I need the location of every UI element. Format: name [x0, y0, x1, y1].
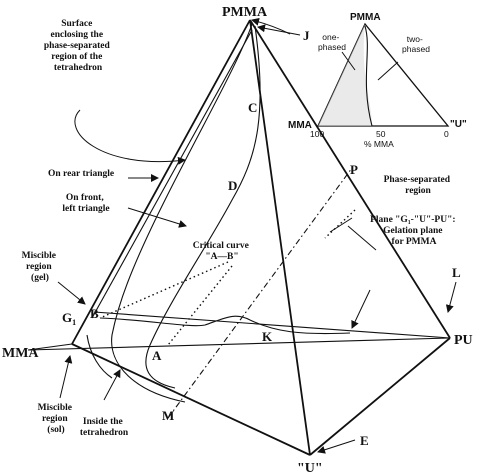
annotation-leaders [57, 17, 457, 454]
point-a: A [152, 348, 162, 363]
inset-tick-100: 100 [310, 129, 324, 139]
inset-vertex-pmma: PMMA [350, 12, 381, 23]
annotation-inside: Inside the tetrahedron [80, 417, 129, 438]
annotation-phase-separated: Phase-separated region [384, 175, 453, 196]
point-c: C [248, 100, 257, 115]
vertex-pmma: PMMA [222, 5, 268, 20]
inset-axis-label: % MMA [364, 139, 394, 149]
construction-line-m-p [167, 167, 353, 419]
inset-vertex-mma: MMA [288, 120, 312, 131]
point-k: K [262, 329, 273, 344]
point-l: L [452, 265, 461, 280]
point-p: P [350, 162, 358, 177]
critical-curve-leaders [99, 261, 233, 346]
vertex-u: "U" [297, 461, 323, 476]
inset-one-phased: one- phased [318, 32, 346, 52]
annotation-critical-curve: Critical curve "A—B" [193, 241, 252, 262]
point-d: D [228, 178, 237, 193]
tetrahedron-edges [27, 19, 451, 456]
annotation-miscible-gel: Miscible region (gel) [22, 251, 59, 283]
point-j: J [303, 28, 310, 43]
point-g1: G1 [62, 310, 76, 327]
point-b: B [90, 306, 99, 321]
inset-binodal-curve [364, 25, 373, 127]
point-m: M [162, 408, 174, 423]
annotation-gelation-plane: Plane "G₁-"U"-PU": Gelation plane for PM… [370, 215, 458, 247]
vertex-mma: MMA [2, 346, 39, 361]
annotation-miscible-sol: Miscible region (sol) [38, 403, 75, 435]
front-left-boundary [91, 29, 253, 319]
inset-ternary-diagram: PMMA MMA "U" one- phased two- phased 100… [288, 12, 467, 149]
phase-region-leader [324, 209, 356, 239]
inset-tick-50: 50 [376, 129, 386, 139]
annotation-surface: Surface enclosing the phase-separated re… [44, 19, 112, 73]
inset-two-phased: two- phased [402, 34, 430, 54]
phase-separated-surface [86, 23, 351, 403]
inset-one-phase-region [318, 24, 372, 126]
annotation-rear-triangle: On rear triangle [48, 169, 114, 179]
annotation-front-left: On front, left triangle [62, 193, 109, 214]
inset-tick-0: 0 [444, 129, 449, 139]
inset-vertex-u: "U" [450, 119, 467, 130]
vertex-pu: PU [454, 333, 473, 348]
point-e: E [360, 433, 369, 448]
